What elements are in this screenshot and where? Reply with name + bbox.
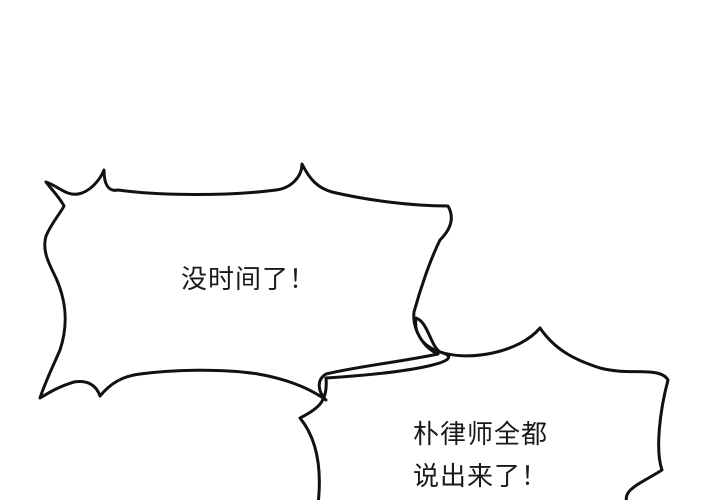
speech-bubble-lower [298,316,670,500]
speech-text-second-line-1: 朴律师全都 [413,420,549,450]
speech-bubble-upper [38,162,453,402]
speech-text-second-line-2: 说出来了！ [413,462,549,492]
speech-text-first: 没时间了！ [181,265,317,295]
speech-text-second: 朴律师全都 说出来了！ [413,414,548,498]
